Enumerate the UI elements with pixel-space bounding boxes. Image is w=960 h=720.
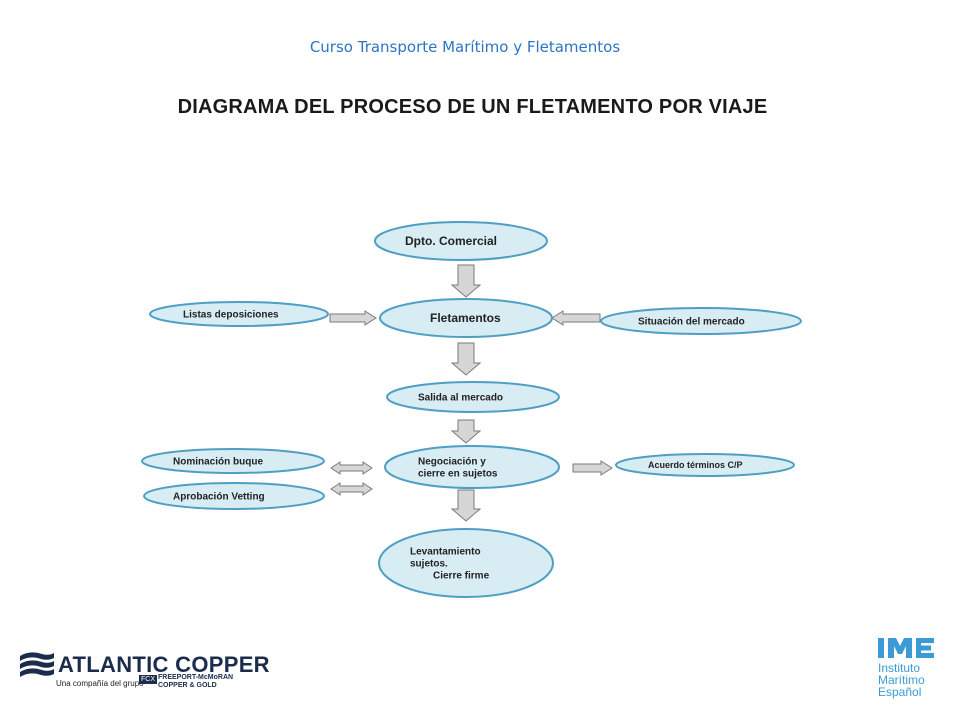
arrow-negociacion-to-levantamiento bbox=[450, 489, 482, 522]
arrow-fletamentos-to-salida-mercado bbox=[450, 342, 482, 376]
node-label-nominacion-buque: Nominación buque bbox=[173, 457, 263, 468]
arrow-listas-posiciones-to-fletamentos bbox=[329, 310, 377, 326]
arrow-situacion-mercado-to-fletamentos bbox=[551, 310, 601, 326]
node-shape-levantamiento bbox=[378, 528, 554, 598]
node-shape-salida-mercado bbox=[386, 381, 560, 413]
node-label-dpto-comercial: Dpto. Comercial bbox=[405, 234, 497, 248]
node-acuerdo-terminos: Acuerdo términos C/P bbox=[615, 453, 795, 477]
node-label-levantamiento-2: sujetos. bbox=[410, 559, 448, 570]
node-label-levantamiento-3: Cierre firme bbox=[433, 571, 490, 582]
diagram-title: DIAGRAMA DEL PROCESO DE UN FLETAMENTO PO… bbox=[177, 96, 768, 118]
atlantic-copper-tagline: Una compañía del grupo bbox=[56, 679, 144, 688]
node-shape-dpto-comercial bbox=[374, 221, 548, 261]
node-shape-listas-posiciones bbox=[149, 301, 329, 327]
atlantic-copper-logo: ATLANTIC COPPER Una compañía del grupo F… bbox=[18, 650, 270, 690]
node-fletamentos: Fletamentos bbox=[379, 298, 553, 338]
arrow-salida-mercado-to-negociacion bbox=[450, 419, 482, 444]
ime-line-3: Español bbox=[878, 685, 922, 699]
node-salida-mercado: Salida al mercado bbox=[386, 381, 560, 413]
ime-logo: Instituto Marítimo Español bbox=[876, 636, 946, 706]
freeport-line-2: COPPER & GOLD bbox=[158, 682, 217, 689]
arrow-dpto-comercial-to-fletamentos bbox=[450, 264, 482, 298]
course-title: Curso Transporte Marítimo y Fletamentos bbox=[309, 38, 621, 56]
node-label-acuerdo-terminos: Acuerdo términos C/P bbox=[648, 460, 743, 470]
node-dpto-comercial: Dpto. Comercial bbox=[374, 221, 548, 261]
freeport-line-1: FREEPORT-McMoRAN bbox=[158, 674, 234, 681]
arrow-negociacion-to-acuerdo-terminos bbox=[572, 460, 613, 476]
node-situacion-mercado: Situación del mercado bbox=[600, 307, 802, 335]
node-label-situacion-mercado: Situación del mercado bbox=[638, 317, 745, 328]
node-listas-posiciones: Listas deposiciones bbox=[149, 301, 329, 327]
node-shape-acuerdo-terminos bbox=[615, 453, 795, 477]
arrow-nominacion-buque-to-negociacion bbox=[330, 461, 373, 475]
arrow-aprobacion-vetting-to-negociacion bbox=[330, 482, 373, 496]
node-label-salida-mercado: Salida al mercado bbox=[418, 393, 503, 404]
node-shape-situacion-mercado bbox=[600, 307, 802, 335]
node-label-negociacion-2: cierre en sujetos bbox=[418, 469, 498, 480]
atlantic-copper-name: ATLANTIC COPPER bbox=[58, 652, 270, 677]
node-aprobacion-vetting: Aprobación Vetting bbox=[143, 482, 325, 510]
node-nominacion-buque: Nominación buque bbox=[141, 448, 325, 474]
ime-mark-icon bbox=[878, 638, 934, 658]
node-label-negociacion-1: Negociación y bbox=[418, 457, 486, 468]
node-shape-fletamentos bbox=[379, 298, 553, 338]
node-label-fletamentos: Fletamentos bbox=[430, 311, 501, 325]
node-label-levantamiento-1: Levantamiento bbox=[410, 547, 481, 558]
node-shape-negociacion bbox=[384, 445, 560, 489]
fcx-mark: FCX bbox=[139, 675, 157, 684]
node-label-listas-posiciones: Listas deposiciones bbox=[183, 310, 279, 321]
ime-line-2: Marítimo bbox=[878, 673, 925, 687]
ime-line-1: Instituto bbox=[878, 661, 921, 675]
ime-text: Instituto Marítimo Español bbox=[878, 662, 925, 698]
waves-icon bbox=[20, 652, 54, 677]
node-shape-aprobacion-vetting bbox=[143, 482, 325, 510]
freeport-name: FREEPORT-McMoRAN COPPER & GOLD bbox=[158, 674, 233, 690]
node-label-aprobacion-vetting: Aprobación Vetting bbox=[173, 492, 265, 503]
node-shape-nominacion-buque bbox=[141, 448, 325, 474]
